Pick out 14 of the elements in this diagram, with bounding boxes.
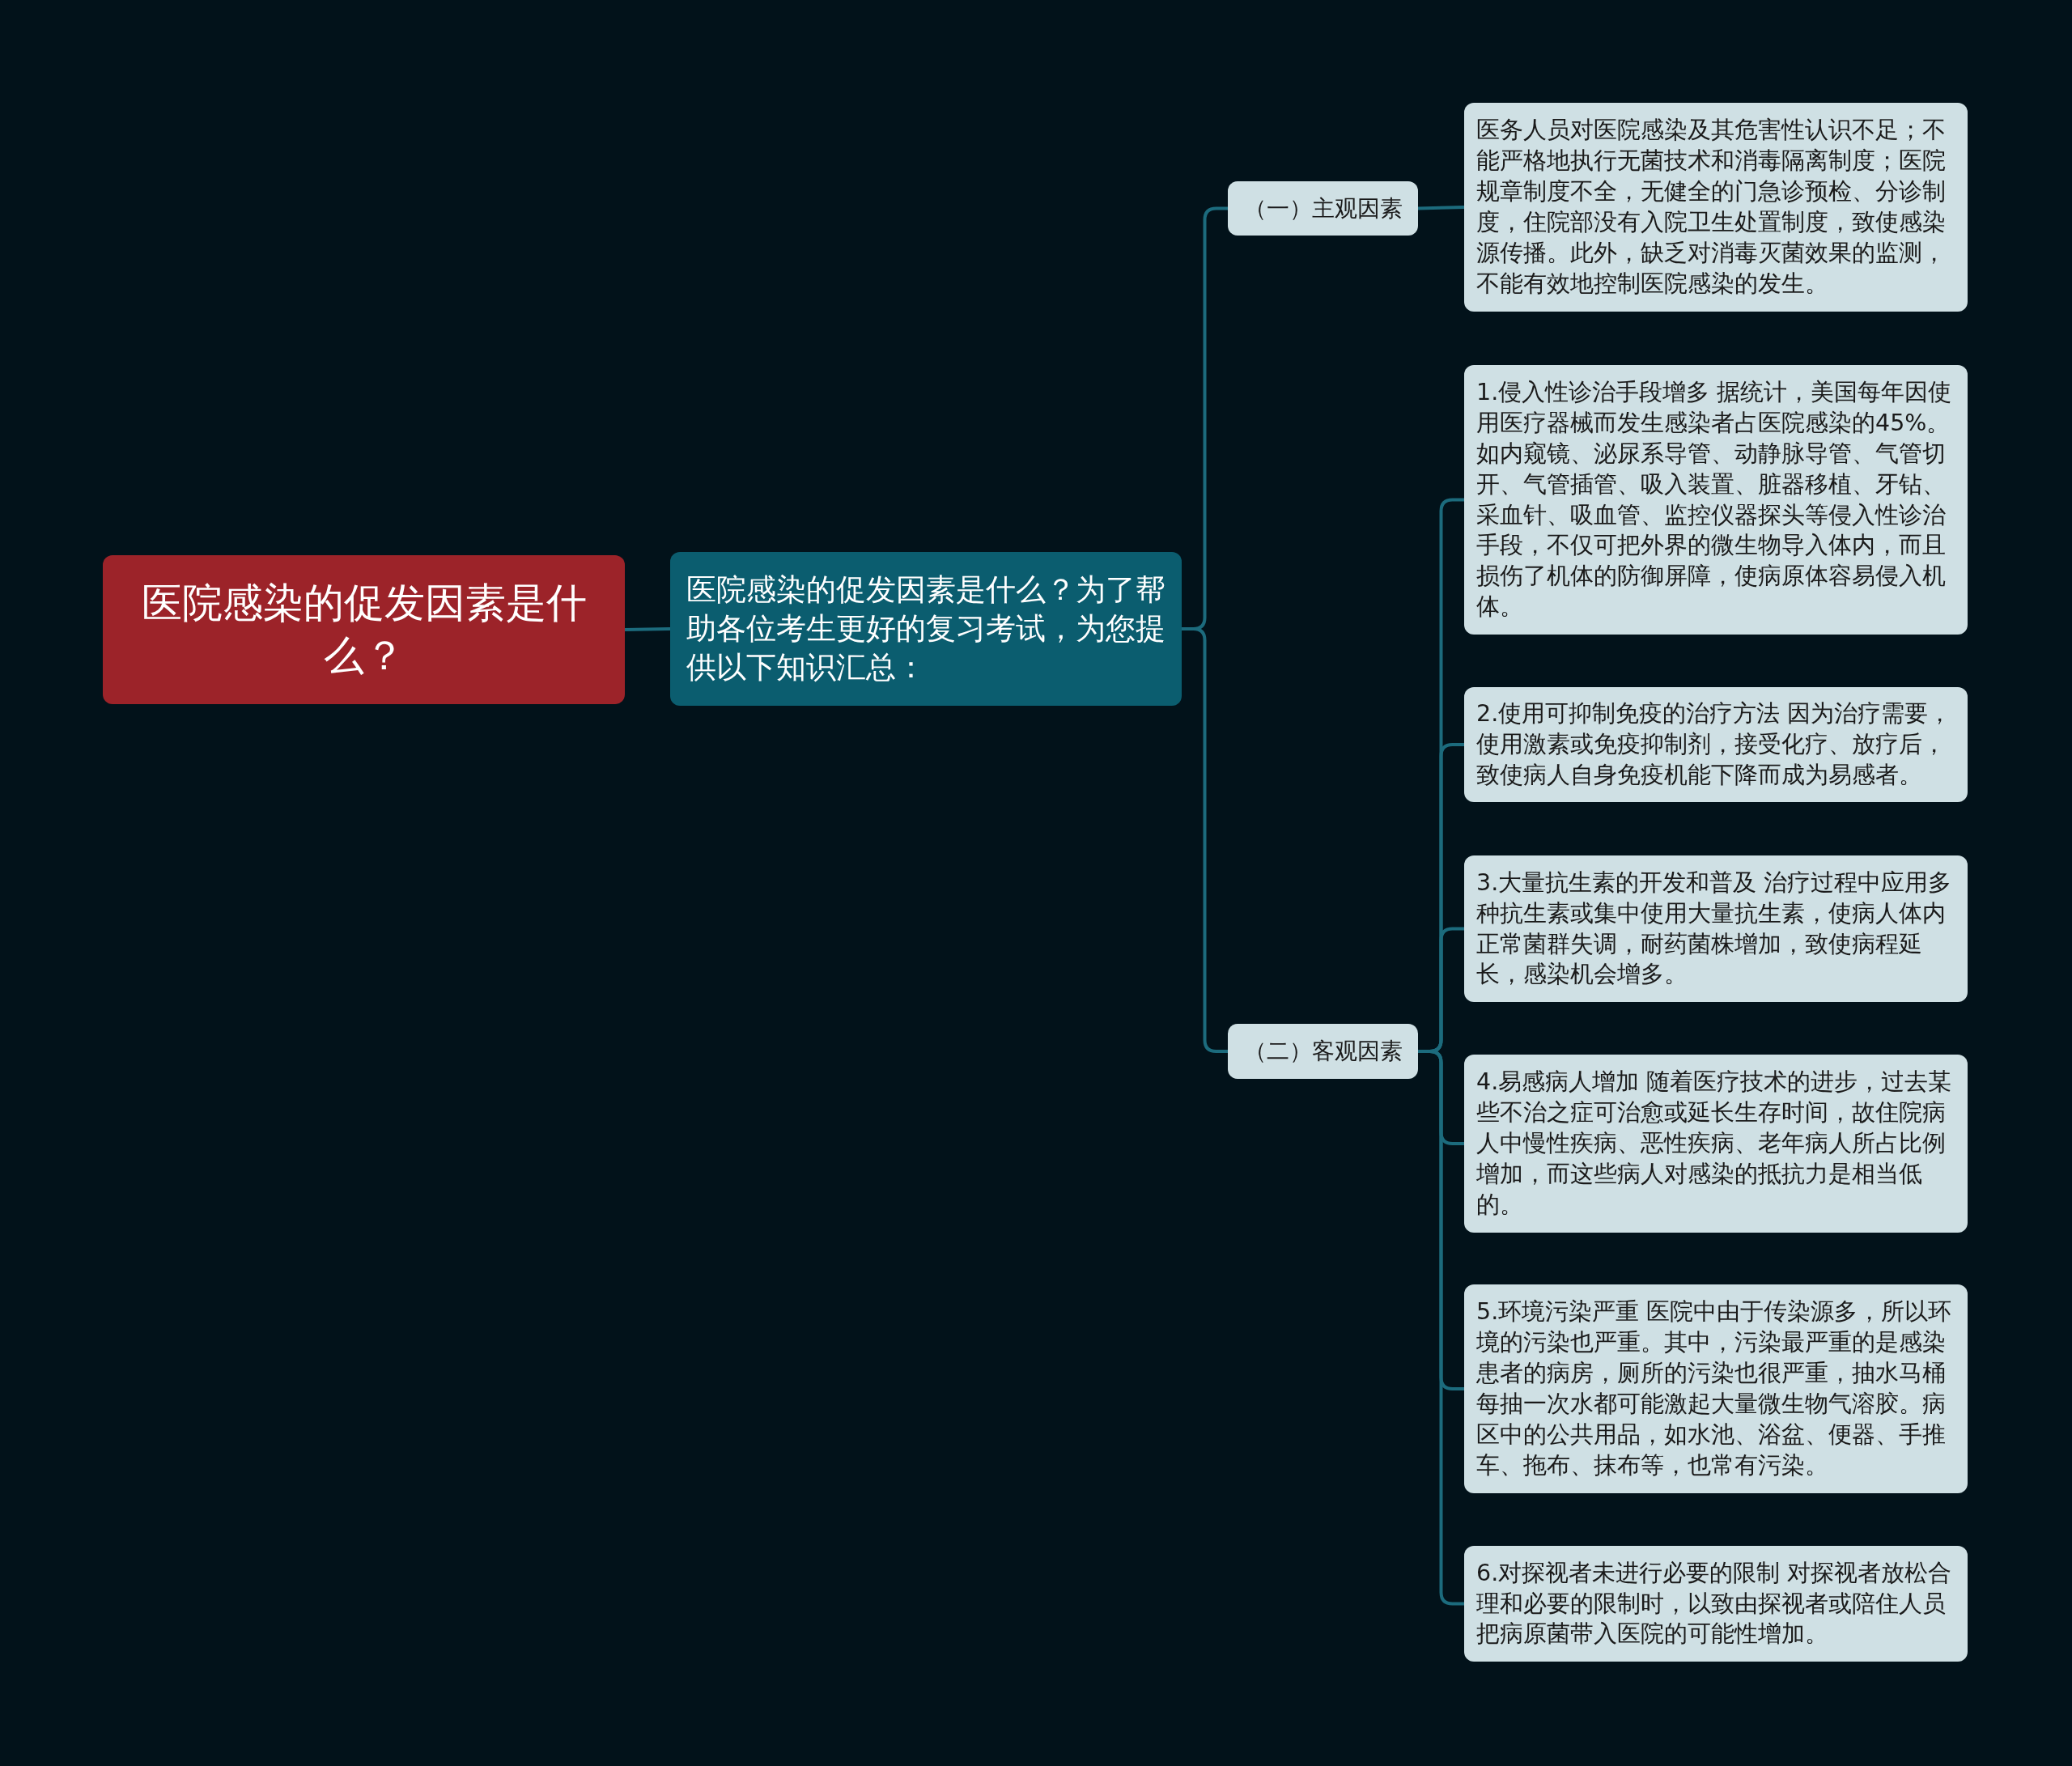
detail-box: 医务人员对医院感染及其危害性认识不足；不能严格地执行无菌技术和消毒隔离制度；医院规章制度不全，无健全的门急诊预检、分诊制度，住院部没有入院卫生处置制度，致使感染源传播。此外，缺乏对消毒灭菌效果的监测，不能有效地控制医院感染的发生。 bbox=[1464, 103, 1968, 312]
detail-box: 3.大量抗生素的开发和普及 治疗过程中应用多种抗生素或集中使用大量抗生素，使病人体内正常菌群失调，耐药菌株增加，致使病程延长，感染机会增多。 bbox=[1464, 855, 1968, 1002]
detail-box: 2.使用可抑制免疫的治疗方法 因为治疗需要，使用激素或免疫抑制剂，接受化疗、放疗后，致使病人自身免疫机能下降而成为易感者。 bbox=[1464, 687, 1968, 802]
detail-box: 1.侵入性诊治手段增多 据统计，美国每年因使用医疗器械而发生感染者占医院感染的45%。如内窥镜、泌尿系导管、动静脉导管、气管切开、气管插管、吸入装置、脏器移植、牙钻、采血针、吸血管、监控仪器探头等侵入性诊治手段，不仅可把外界的微生物导入体内，而且损伤了机体的防御屏障，使病原体容易侵入机体。 bbox=[1464, 365, 1968, 635]
connector-line bbox=[624, 627, 671, 631]
detail-box: 6.对探视者未进行必要的限制 对探视者放松合理和必要的限制时，以致由探视者或陪住人员把病原菌带入医院的可能性增加。 bbox=[1464, 1546, 1968, 1662]
connector-line bbox=[1417, 206, 1465, 210]
branch-box: （一）主观因素 bbox=[1228, 181, 1418, 236]
topic-box: 医院感染的促发因素是什么？ bbox=[103, 555, 625, 704]
summary-box: 医院感染的促发因素是什么？为了帮助各位考生更好的复习考试，为您提供以下知识汇总： bbox=[670, 552, 1182, 706]
branch-box: （二）客观因素 bbox=[1228, 1024, 1418, 1079]
detail-box: 5.环境污染严重 医院中由于传染源多，所以环境的污染也严重。其中，污染最严重的是感染患者的病房，厕所的污染也很严重，抽水马桶每抽一次水都可能激起大量微生物气溶胶。病区中的公共用品，如水池、浴盆、便器、手推车、拖布、抹布等，也常有污染。 bbox=[1464, 1284, 1968, 1493]
connector-line bbox=[1182, 627, 1228, 1053]
detail-box: 4.易感病人增加 随着医疗技术的进步，过去某些不治之症可治愈或延长生存时间，故住院病人中慢性疾病、恶性疾病、老年病人所占比例增加，而这些病人对感染的抵抗力是相当低的。 bbox=[1464, 1055, 1968, 1233]
